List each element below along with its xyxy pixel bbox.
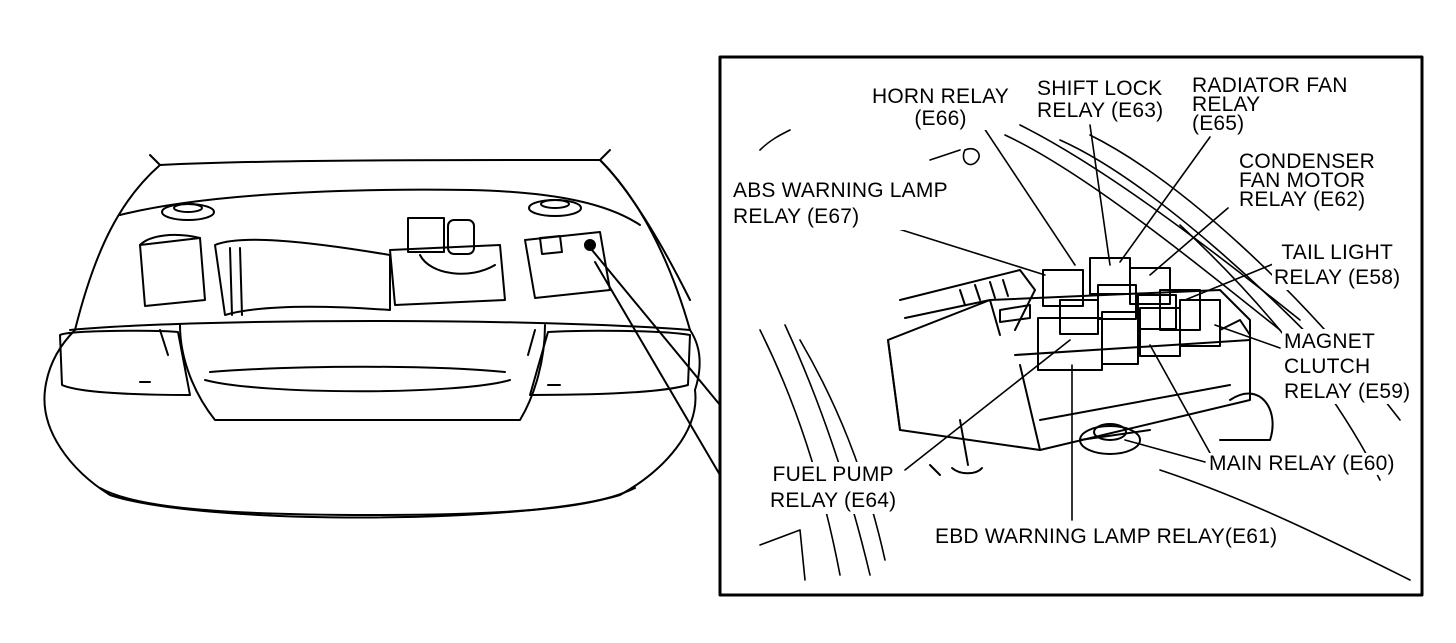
leader-main-relay-2 <box>1149 344 1216 463</box>
label-tail-light-relay: TAIL LIGHT RELAY (E58) <box>1272 240 1403 290</box>
leader-horn-relay <box>979 121 1076 266</box>
label-fuel-pump-relay: FUEL PUMP RELAY (E64) <box>768 462 899 514</box>
label-shift-lock-relay: SHIFT LOCK RELAY (E63) <box>1035 77 1166 122</box>
label-magnet-clutch-relay: MAGNET CLUTCH RELAY (E59) <box>1282 329 1413 404</box>
leader-shift-lock-relay <box>1089 124 1111 266</box>
label-ebd-warning-lamp-relay: EBD WARNING LAMP RELAY(E61) <box>933 525 1280 548</box>
detail-frame <box>718 55 1424 597</box>
leader-radiator-fan-relay <box>1119 136 1211 263</box>
label-radiator-fan-relay: RADIATOR FAN RELAY (E65) <box>1190 74 1350 135</box>
detail-callout-pointer <box>591 249 721 476</box>
label-condenser-fan-motor-relay: CONDENSER FAN MOTOR RELAY (E62) <box>1237 150 1377 211</box>
label-abs-warning-lamp-relay: ABS WARNING LAMP RELAY (E67) <box>731 178 950 230</box>
leader-magnet-clutch-relay <box>1214 324 1281 349</box>
leader-condenser-fan-relay <box>1149 207 1229 276</box>
label-horn-relay: HORN RELAY (E66) <box>870 85 1011 130</box>
leader-main-relay <box>1124 439 1206 463</box>
leader-tail-light-relay <box>1184 261 1279 301</box>
label-main-relay: MAIN RELAY (E60) <box>1207 452 1397 475</box>
relay-box <box>887 257 1274 476</box>
vehicle-front-illustration <box>43 149 701 519</box>
leader-fuel-pump-relay <box>904 339 1071 471</box>
